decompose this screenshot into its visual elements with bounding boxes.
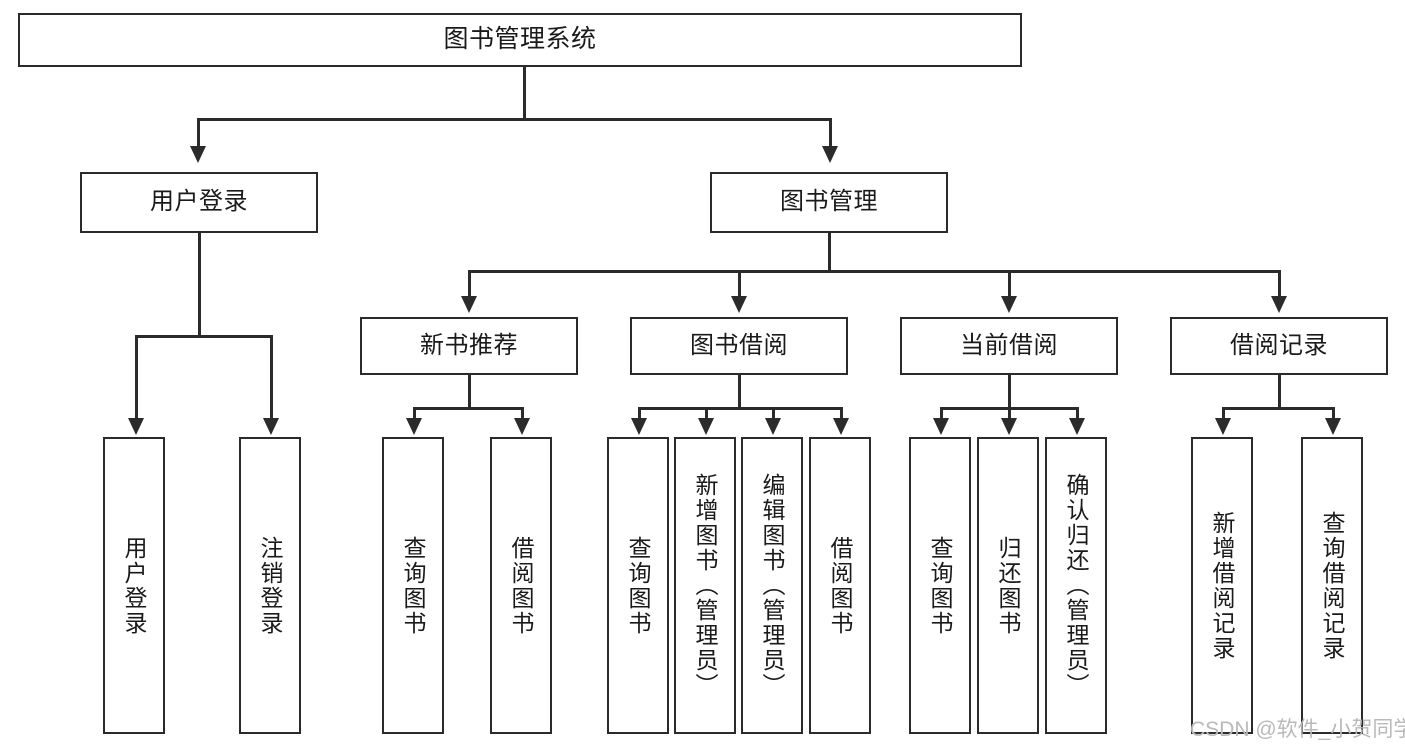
node-label: 新书推荐 [420,331,518,359]
node-label: 编辑图书（管理员） [759,473,786,698]
connector-user-login-drop-1 [135,335,138,420]
node-label: 查询图书 [400,535,427,636]
node-label: 新增借阅记录 [1209,510,1236,661]
arrowhead-leaf-edit-book [765,418,781,435]
arrowhead-new-book-recommend [461,296,477,313]
watermark-text: CSDN @软件_小贺同学 [1190,718,1405,741]
node-label: 借阅图书 [827,535,854,636]
arrowhead-leaf-query-book-2 [631,418,647,435]
arrowhead-leaf-user-login [128,418,144,435]
connector-root-drop-left [197,118,200,148]
node-leaf-borrow-book-2[interactable]: 借阅图书 [809,437,871,734]
arrowhead-leaf-query-record [1325,418,1341,435]
node-label: 查询图书 [625,535,652,636]
connector-bm-drop-3 [1008,270,1011,298]
node-leaf-add-book[interactable]: 新增图书（管理员） [674,437,736,734]
connector-bm-drop-1 [468,270,471,298]
connector-bb-drop-4 [840,407,843,420]
node-label: 用户登录 [150,188,248,216]
node-new-book-recommend[interactable]: 新书推荐 [360,317,578,375]
connector-book-management-bar [468,270,1280,273]
connector-book-management-stem [828,233,831,270]
node-label: 借阅图书 [508,535,535,636]
node-label: 用户登录 [121,535,148,636]
connector-root-bar [197,118,831,121]
connector-user-login-bar [135,335,272,338]
arrowhead-current-borrow [1001,296,1017,313]
connector-bb-drop-2 [705,407,708,420]
node-leaf-return-book[interactable]: 归还图书 [977,437,1039,734]
connector-bm-drop-2 [738,270,741,298]
node-root-system[interactable]: 图书管理系统 [18,13,1022,67]
arrowhead-leaf-borrow-book-1 [514,418,530,435]
node-label: 借阅记录 [1230,331,1328,359]
arrowhead-leaf-logout [263,418,279,435]
node-leaf-confirm-return[interactable]: 确认归还（管理员） [1045,437,1107,734]
connector-bm-drop-4 [1278,270,1281,298]
connector-root-stem [523,67,526,118]
arrowhead-leaf-add-record [1215,418,1231,435]
node-leaf-logout[interactable]: 注销登录 [239,437,301,734]
node-label: 查询借阅记录 [1319,510,1346,661]
node-label: 注销登录 [257,535,284,636]
node-book-borrow[interactable]: 图书借阅 [630,317,848,375]
connector-nbr-drop-1 [413,407,416,420]
node-current-borrow[interactable]: 当前借阅 [900,317,1118,375]
arrowhead-leaf-query-book-3 [933,418,949,435]
arrowhead-leaf-borrow-book-2 [833,418,849,435]
connector-bb-drop-1 [638,407,641,420]
connector-root-drop-right [829,118,832,148]
node-leaf-edit-book[interactable]: 编辑图书（管理员） [741,437,803,734]
arrowhead-user-login [190,146,206,163]
node-borrow-record[interactable]: 借阅记录 [1170,317,1388,375]
node-leaf-query-record[interactable]: 查询借阅记录 [1301,437,1363,734]
connector-cb-drop-3 [1076,407,1079,420]
node-label: 图书借阅 [690,331,788,359]
node-leaf-query-book-3[interactable]: 查询图书 [909,437,971,734]
node-leaf-add-record[interactable]: 新增借阅记录 [1191,437,1253,734]
connector-cb-drop-1 [940,407,943,420]
connector-nbr-stem [468,375,471,407]
node-label: 图书管理 [780,188,878,216]
arrowhead-book-management [822,146,838,163]
connector-br-drop-1 [1222,407,1225,420]
connector-nbr-bar [413,407,523,410]
node-book-management[interactable]: 图书管理 [710,172,948,233]
arrowhead-leaf-confirm-return [1069,418,1085,435]
connector-br-drop-2 [1332,407,1335,420]
node-label: 归还图书 [995,535,1022,636]
connector-bb-bar [638,407,842,410]
node-label: 新增图书（管理员） [692,473,719,698]
arrowhead-leaf-query-book-1 [406,418,422,435]
arrowhead-leaf-return-book [1001,418,1017,435]
connector-cb-drop-2 [1008,407,1011,420]
connector-nbr-drop-2 [521,407,524,420]
connector-user-login-stem [198,233,201,335]
connector-user-login-drop-2 [270,335,273,420]
connector-bb-drop-3 [772,407,775,420]
node-leaf-user-login[interactable]: 用户登录 [103,437,165,734]
node-label: 图书管理系统 [443,25,597,54]
node-leaf-query-book-1[interactable]: 查询图书 [382,437,444,734]
node-label: 当前借阅 [960,331,1058,359]
arrowhead-leaf-add-book [698,418,714,435]
connector-br-stem [1278,375,1281,407]
node-leaf-query-book-2[interactable]: 查询图书 [607,437,669,734]
arrowhead-borrow-record [1271,296,1287,313]
connector-cb-stem [1008,375,1011,407]
arrowhead-book-borrow [731,296,747,313]
connector-br-bar [1222,407,1334,410]
node-label: 确认归还（管理员） [1063,473,1090,698]
node-user-login[interactable]: 用户登录 [80,172,318,233]
node-label: 查询图书 [927,535,954,636]
node-leaf-borrow-book-1[interactable]: 借阅图书 [490,437,552,734]
connector-bb-stem [738,375,741,407]
